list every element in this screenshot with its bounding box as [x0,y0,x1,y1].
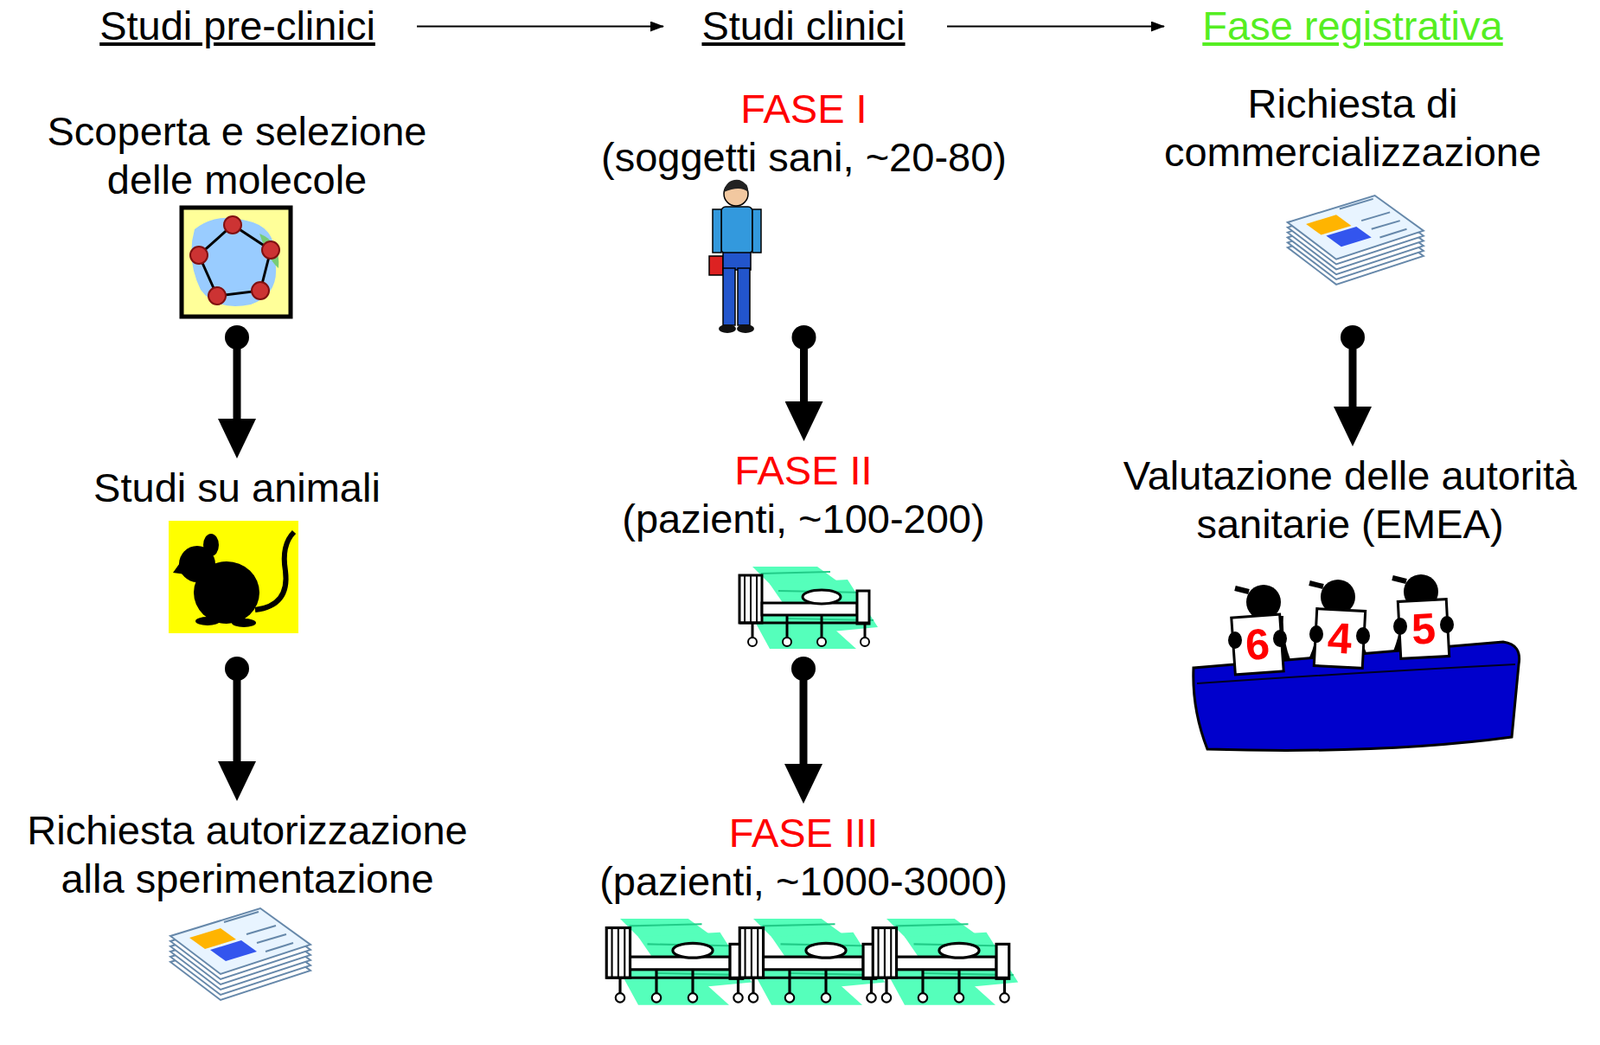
hospital-bed-icon [739,566,878,649]
jury-table-icon-part [1356,627,1370,645]
flow-arrow [1349,337,1357,428]
score-number: 4 [1326,615,1353,660]
phase-box: FASE II(pazienti, ~100-200) [618,446,989,657]
flow-arrow [947,25,1165,28]
mouse-icon-part [172,560,186,575]
jury-table-icon-part [1392,577,1407,582]
jury-table-icon-part [1273,629,1287,647]
column-header: Fase registrativa [1198,1,1507,52]
person-icon-part [718,324,736,333]
mouse-icon-part [203,533,219,557]
mouse-icon-part [255,531,295,610]
step-text: (pazienti, ~100-200) [621,494,986,544]
molecule-icon-part [262,241,280,259]
mouse-icon [168,520,299,634]
person-icon-part [721,206,753,254]
person-icon [709,179,762,333]
phase-title: FASE II [621,446,986,495]
column-title: Fase registrativa [1202,1,1504,51]
jury-table-icon-part [1393,617,1408,635]
score-number: 6 [1243,621,1271,667]
step-text: Scoperta e selezione delle molecole [32,107,442,205]
step-text: (soggetti sani, ~20-80) [601,133,1007,182]
flow-arrow [233,668,242,782]
column-header: Studi clinici [697,1,909,52]
hospital-bed-icon-part [739,566,878,649]
person-icon-part [737,268,750,326]
molecule-icon-part [181,207,291,317]
mouse-icon-part [231,618,256,628]
jury-table-icon-part [1228,631,1242,649]
score-number: 5 [1410,606,1437,651]
flow-arrow [800,337,808,423]
jury-table-icon-part [1235,588,1249,592]
column-title: Studi clinici [701,1,906,51]
molecule-icon [181,207,291,317]
step-box: Richiesta autorizzazione alla sperimenta… [5,806,490,904]
hospital-beds-icon-part [739,918,885,1005]
hospital-beds-icon [606,918,1018,1005]
molecule-icon-part [208,287,226,305]
jury-table-icon-part [1309,582,1324,587]
phase-box: FASE III(pazienti, ~1000-3000) [595,808,1012,907]
step-text: Valutazione delle autorità sanitarie (EM… [1111,451,1589,550]
document-icon-part [1287,195,1424,285]
molecule-icon-part [190,246,208,264]
person-icon-part [723,179,749,192]
jury-table-icon-part [1309,625,1324,643]
molecule-icon-part [224,216,242,234]
molecule-icon-part [259,233,279,269]
step-box: Studi su animali [89,463,384,657]
column-title: Studi pre-clinici [99,1,376,51]
document-icon-part [170,908,311,1000]
jury-table-icon [1193,574,1520,750]
step-text: (pazienti, ~1000-3000) [599,857,1008,906]
person-icon-part [723,268,736,326]
step-text: Richiesta di commercializzazione [1148,79,1557,178]
phase-title: FASE I [601,84,1007,134]
phase-title: FASE III [599,808,1008,858]
column-header: Studi pre-clinici [96,1,379,52]
mouse-icon-part [195,616,220,626]
person-icon-part [712,209,722,253]
mouse-icon-part [168,520,299,634]
step-box: Richiesta di commercializzazione [1145,79,1561,326]
molecule-icon-part [251,281,269,300]
flow-arrow [416,25,664,28]
step-box: Valutazione delle autorità sanitarie (EM… [1107,451,1593,550]
jury-table-icon-part [1440,615,1454,634]
person-icon-part [752,209,762,253]
document-icon [1287,195,1424,285]
person-icon-part [723,252,751,270]
hospital-beds-icon-part [606,918,752,1005]
flow-arrow [800,668,808,785]
person-icon-part [709,256,724,276]
hospital-beds-icon-part [872,918,1018,1005]
step-text: Studi su animali [93,463,381,512]
document-icon [170,908,311,1000]
flow-arrow [233,337,242,440]
step-text: Richiesta autorizzazione alla sperimenta… [8,806,487,904]
phase-box: FASE I(soggetti sani, ~20-80) [597,84,1011,326]
step-box: Scoperta e selezione delle molecole [29,107,445,326]
person-icon-part [736,324,755,333]
